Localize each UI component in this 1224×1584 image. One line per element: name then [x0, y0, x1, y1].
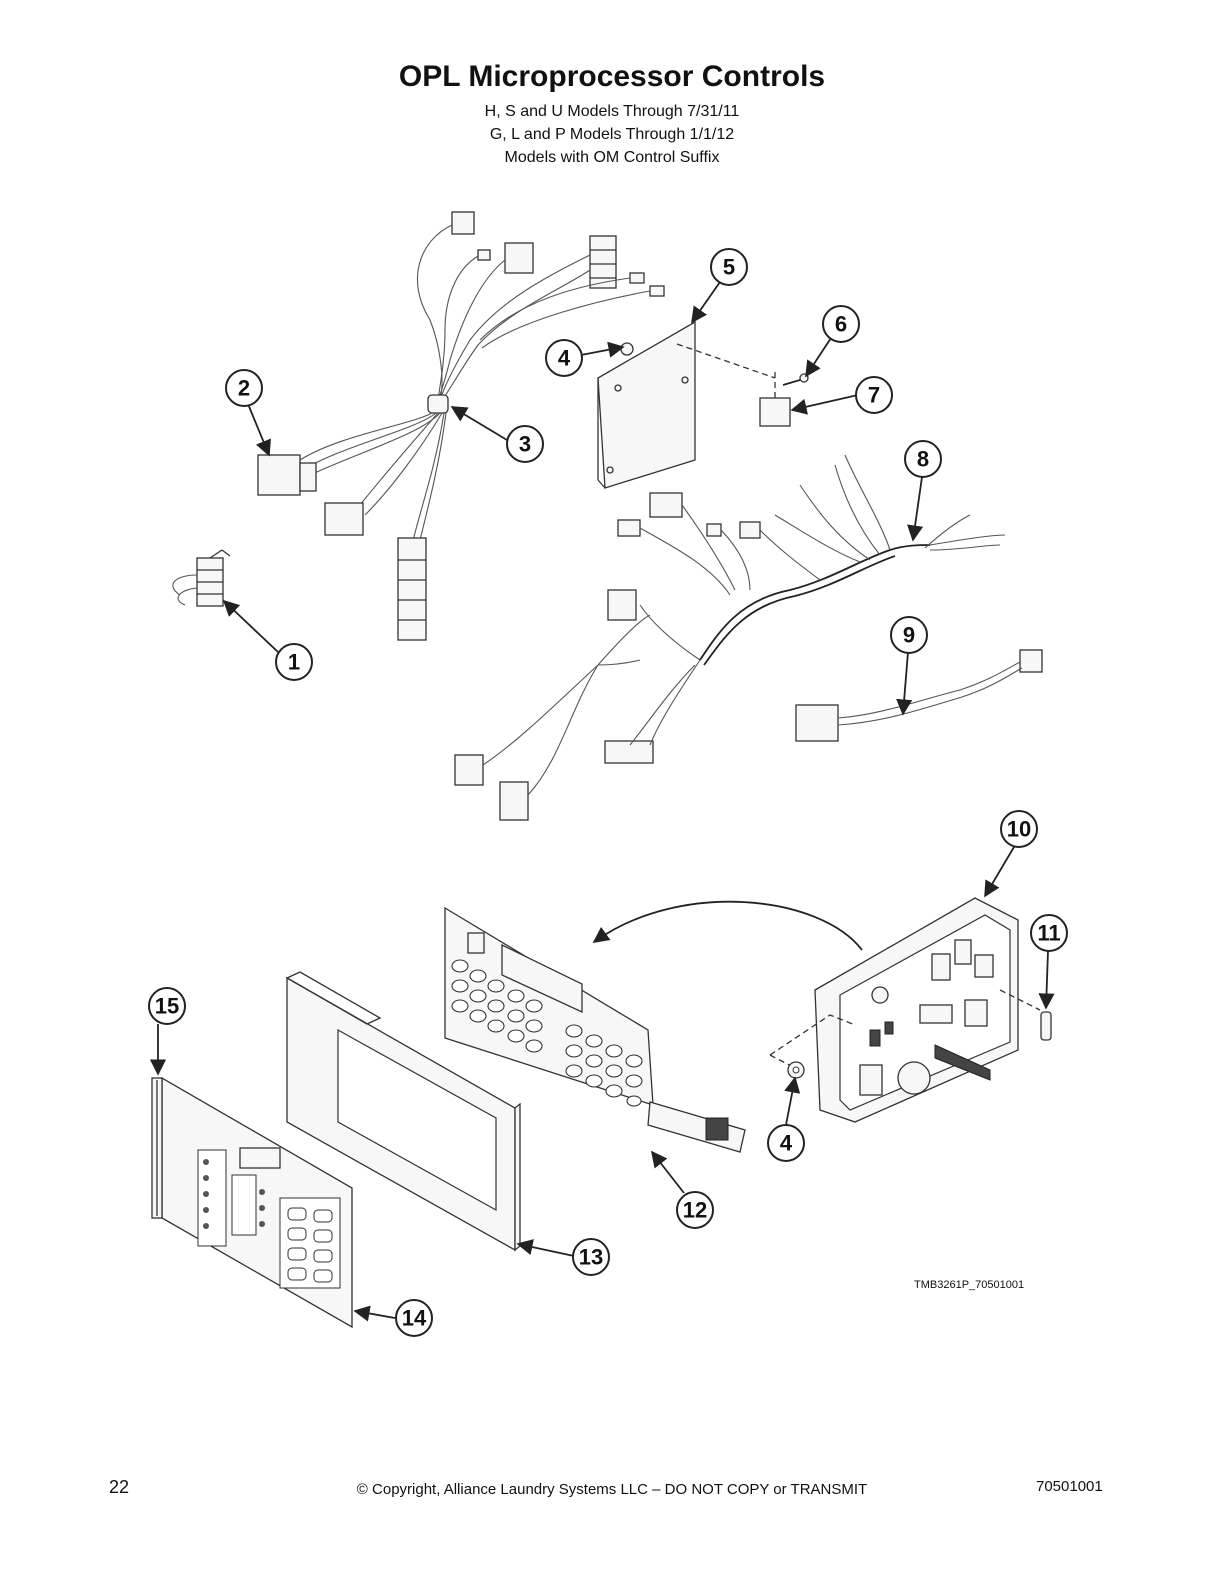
- svg-text:10: 10: [1007, 817, 1031, 842]
- svg-text:2: 2: [238, 376, 250, 401]
- callout-4-lower: 4: [767, 1124, 805, 1162]
- callout-1: 1: [275, 643, 313, 681]
- part-14-keypad: [161, 1076, 353, 1329]
- svg-text:14: 14: [402, 1306, 427, 1331]
- svg-text:5: 5: [723, 255, 735, 280]
- callout-11: 11: [1030, 914, 1068, 952]
- install-direction-arrow: [592, 900, 863, 951]
- part-6-7-screw-relay: [759, 372, 809, 427]
- figure-code: TMB3261P_70501001: [914, 1279, 1025, 1291]
- callout-14: 14: [395, 1299, 433, 1337]
- callout-2: 2: [225, 369, 263, 407]
- callout-8: 8: [904, 440, 942, 478]
- callout-3: 3: [506, 425, 544, 463]
- part-4-standoff: [787, 1061, 805, 1079]
- svg-text:15: 15: [155, 994, 179, 1019]
- svg-text:9: 9: [903, 623, 915, 648]
- subtitle-line-1: H, S and U Models Through 7/31/11: [484, 103, 740, 120]
- part-5-bracket: [597, 320, 776, 489]
- svg-text:4: 4: [780, 1131, 793, 1156]
- document-number: 70501001: [1036, 1478, 1103, 1495]
- subtitle-line-2: G, L and P Models Through 1/1/12: [489, 126, 735, 143]
- svg-text:4: 4: [558, 346, 571, 371]
- part-15-strip: [151, 1077, 163, 1219]
- svg-text:3: 3: [519, 432, 531, 457]
- callout-9: 9: [890, 616, 928, 654]
- page-title: OPL Microprocessor Controls: [398, 60, 826, 93]
- callout-5: 5: [710, 248, 748, 286]
- callout-10: 10: [1000, 810, 1038, 848]
- copyright-notice: © Copyright, Alliance Laundry Systems LL…: [356, 1481, 868, 1498]
- part-9-small-harness: [795, 649, 1043, 742]
- part-1-connector: [172, 549, 231, 607]
- callout-4-upper: 4: [545, 339, 583, 377]
- svg-text:7: 7: [868, 383, 880, 408]
- part-13-bezel: [285, 971, 521, 1252]
- callout-7: 7: [855, 376, 893, 414]
- part-11-fuse: [1040, 1011, 1052, 1041]
- svg-text:13: 13: [579, 1245, 603, 1270]
- svg-text:6: 6: [835, 312, 847, 337]
- svg-text:11: 11: [1037, 921, 1060, 946]
- svg-text:12: 12: [683, 1198, 707, 1223]
- part-8-main-harness: [454, 454, 1006, 821]
- part-12-overlay: [444, 906, 746, 1153]
- part-10-control-board: [769, 897, 1041, 1123]
- part-2-3-wire-harness: [257, 211, 665, 641]
- svg-text:8: 8: [917, 447, 929, 472]
- callout-15: 15: [148, 987, 186, 1025]
- page-number: 22: [109, 1477, 130, 1497]
- callout-12: 12: [676, 1191, 714, 1229]
- callout-leaders: [149, 281, 1055, 1322]
- svg-text:1: 1: [288, 650, 300, 675]
- callout-6: 6: [822, 305, 860, 343]
- subtitle-line-3: Models with OM Control Suffix: [504, 149, 720, 166]
- callout-13: 13: [572, 1238, 610, 1276]
